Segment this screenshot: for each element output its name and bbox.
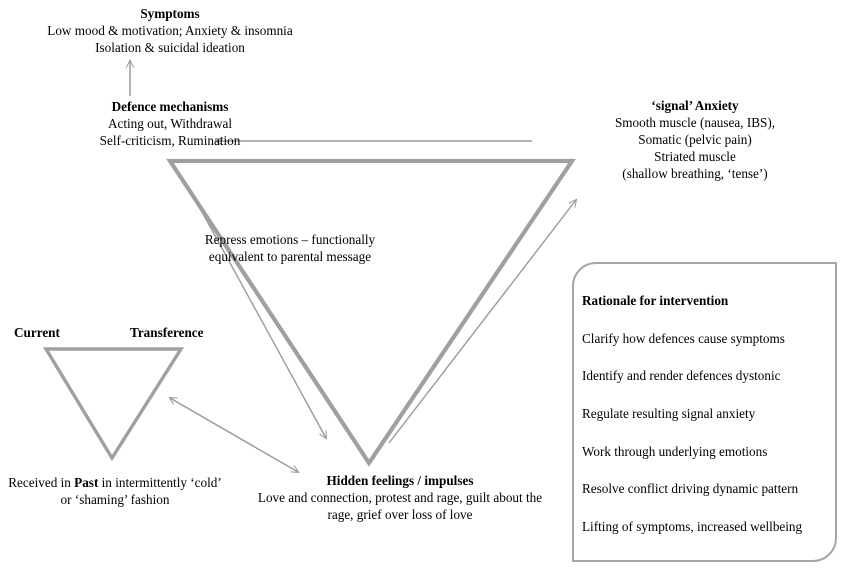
signal-anxiety-line-2: Somatic (pelvic pain) — [638, 131, 752, 147]
repress-line-2: equivalent to parental message — [208, 248, 372, 264]
symptoms-line-2: Isolation & suicidal ideation — [95, 39, 245, 55]
symptoms-heading: Symptoms — [140, 6, 200, 21]
current-label: Current — [14, 325, 60, 340]
rationale-item-4: Work through underlying emotions — [582, 443, 768, 459]
repress-emotions-block: Repress emotions – functionally equivale… — [140, 232, 440, 266]
signal-anxiety-block: ‘signal’ Anxiety Smooth muscle (nausea, … — [545, 98, 845, 182]
rationale-item-1: Clarify how defences cause symptoms — [582, 330, 785, 346]
rationale-item-3: Regulate resulting signal anxiety — [582, 405, 756, 421]
rationale-content: Rationale for intervention Clarify how d… — [582, 282, 837, 535]
triangle-of-person — [42, 347, 185, 462]
hidden-feelings-heading: Hidden feelings / impulses — [326, 473, 474, 488]
defence-mechanisms-block: Defence mechanisms Acting out, Withdrawa… — [10, 99, 330, 150]
symptoms-line-1: Low mood & motivation; Anxiety & insomni… — [47, 22, 293, 38]
arrow-repress-to-hidden-feelings — [189, 189, 326, 438]
rationale-item-5: Resolve conflict driving dynamic pattern — [582, 481, 799, 497]
hidden-feelings-block: Hidden feelings / impulses Love and conn… — [225, 473, 575, 524]
past-line-1-suffix: in intermittently ‘cold’ — [98, 475, 222, 490]
hidden-feelings-line-2: rage, grief over loss of love — [327, 506, 473, 522]
defence-mechanisms-heading: Defence mechanisms — [111, 99, 229, 114]
hidden-feelings-line-1: Love and connection, protest and rage, g… — [257, 489, 543, 505]
transference-label: Transference — [130, 325, 204, 340]
rationale-box — [572, 262, 837, 562]
arrow-person-triangle-to-hidden-feelings — [170, 398, 298, 472]
rationale-item-2: Identify and render defences dystonic — [582, 368, 781, 384]
signal-anxiety-line-1: Smooth muscle (nausea, IBS), — [614, 114, 776, 130]
past-block: Received in Past in intermittently ‘cold… — [0, 475, 230, 509]
repress-line-1: Repress emotions – functionally — [204, 232, 376, 247]
symptoms-block: Symptoms Low mood & motivation; Anxiety … — [0, 6, 340, 57]
past-line-1: Received in Past in intermittently ‘cold… — [0, 475, 230, 492]
past-line-2: or ‘shaming’ fashion — [60, 491, 170, 507]
signal-anxiety-line-4: (shallow breathing, ‘tense’) — [622, 165, 768, 181]
past-keyword: Past — [74, 475, 99, 490]
signal-anxiety-heading: ‘signal’ Anxiety — [651, 98, 739, 113]
defence-mechanisms-line-2: Self-criticism, Rumination — [99, 132, 241, 148]
signal-anxiety-line-3: Striated muscle — [654, 148, 736, 164]
triangle-of-conflict — [166, 158, 576, 467]
rationale-item-6: Lifting of symptoms, increased wellbeing — [582, 518, 803, 534]
rationale-heading: Rationale for intervention — [582, 293, 729, 308]
past-line-1-prefix: Received in — [8, 475, 75, 490]
defence-mechanisms-line-1: Acting out, Withdrawal — [107, 115, 233, 131]
